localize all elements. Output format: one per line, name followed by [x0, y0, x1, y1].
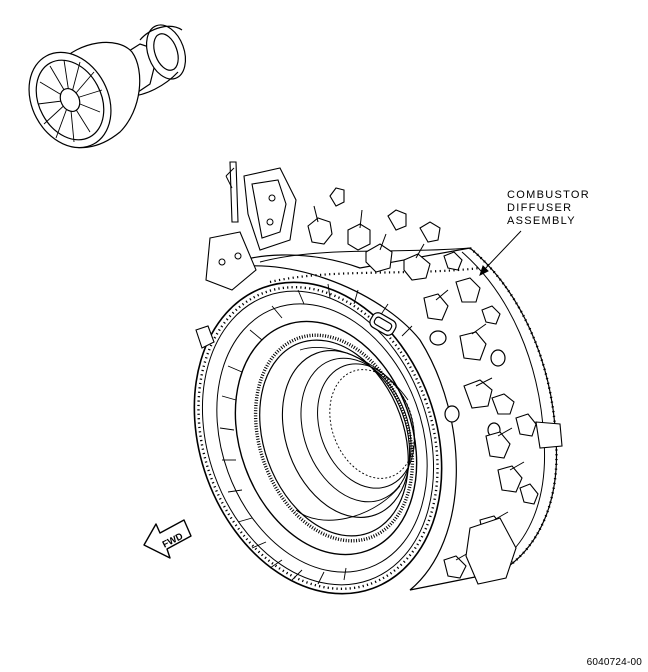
engine-locator-icon: [28, 24, 187, 149]
figure-number: 6040724-00: [586, 657, 642, 668]
combustor-diffuser-assembly-drawing: [193, 161, 563, 595]
combustor-diffuser-callout: COMBUSTOR DIFFUSER ASSEMBLY: [507, 189, 590, 228]
callout-line-3: ASSEMBLY: [507, 215, 576, 227]
forward-direction-arrow-icon: FWD: [143, 519, 192, 559]
callout-line-1: COMBUSTOR: [507, 189, 591, 201]
callout-leader-line: [479, 230, 522, 276]
callout-line-2: DIFFUSER: [507, 202, 573, 214]
